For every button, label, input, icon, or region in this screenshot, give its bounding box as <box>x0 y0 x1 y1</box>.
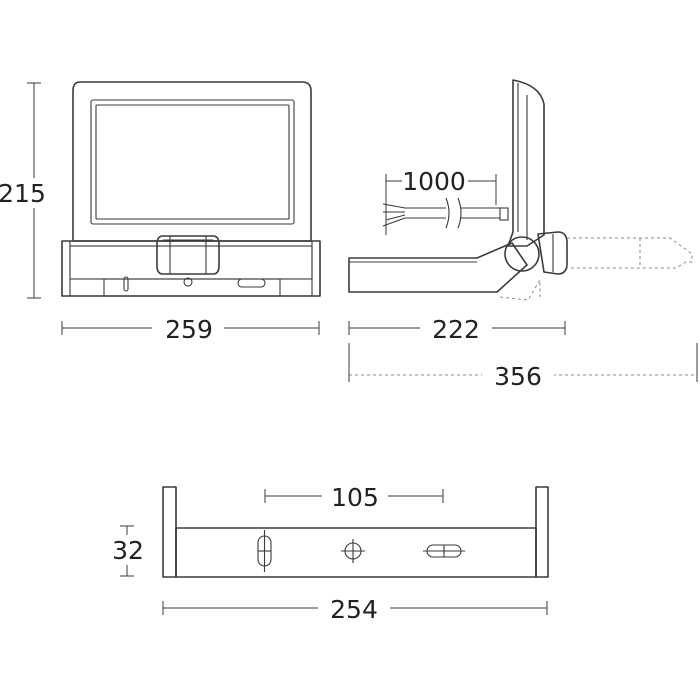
dimension-bracket-width: 254 <box>162 592 548 624</box>
bracket-slot-vertical <box>257 530 272 572</box>
bracket-slot-horizontal <box>423 544 465 558</box>
side-hidden-bracket <box>499 278 541 301</box>
dimension-side-depth-extended: 356 <box>348 343 698 391</box>
front-joint-knob <box>156 235 220 275</box>
hole-spacing-label: 105 <box>331 483 379 512</box>
bracket-width-label: 254 <box>330 595 378 624</box>
front-lens-inner <box>95 104 290 220</box>
front-height-label: 215 <box>0 179 46 208</box>
dimension-hole-spacing: 105 <box>264 480 444 512</box>
side-extended-outline <box>567 237 693 269</box>
side-joint-block <box>537 231 568 275</box>
front-lens-panel <box>90 99 295 225</box>
dimension-cable-length: 1000 <box>385 165 497 235</box>
front-housing <box>72 81 312 242</box>
cable-length-label: 1000 <box>402 167 466 196</box>
bracket-height-label: 32 <box>112 536 144 565</box>
side-joint <box>504 236 540 272</box>
side-depth-extended-label: 356 <box>494 362 542 391</box>
front-bracket-foot <box>103 278 281 297</box>
side-cable <box>382 197 500 229</box>
front-cable-slot <box>123 276 129 292</box>
bracket-center-hole <box>341 539 365 563</box>
bracket-right-arm <box>535 486 549 578</box>
side-cable-entry <box>499 207 509 221</box>
front-base <box>61 240 321 297</box>
front-side-slot <box>237 278 266 288</box>
front-view <box>61 81 321 297</box>
front-screw <box>183 277 193 287</box>
side-view <box>348 79 693 301</box>
side-housing <box>507 79 545 247</box>
dimension-side-depth: 222 <box>348 312 566 344</box>
dimension-front-width: 259 <box>61 312 320 344</box>
dimension-front-height: 215 <box>0 82 48 299</box>
bracket-base <box>175 527 537 578</box>
dimension-bracket-height: 32 <box>108 525 150 577</box>
front-width-label: 259 <box>165 315 213 344</box>
bracket-left-arm <box>162 486 177 578</box>
side-depth-label: 222 <box>432 315 480 344</box>
bracket-view <box>162 486 549 578</box>
side-bracket-arm <box>348 242 528 293</box>
